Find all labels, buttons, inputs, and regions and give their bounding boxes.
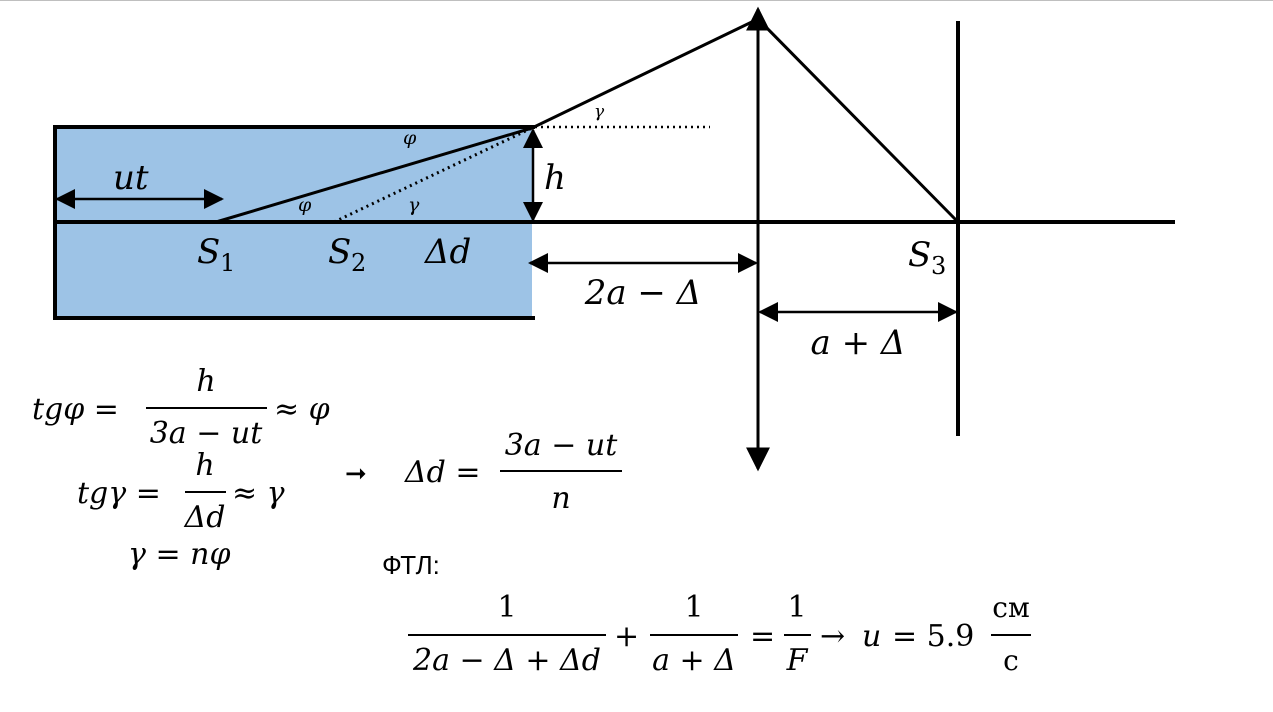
eq2-rhs: ≈ γ — [232, 476, 285, 511]
implies-arrow-icon: ➞ — [345, 459, 367, 489]
lens-arrow-icon: → — [820, 619, 845, 654]
ray-to-lens — [531, 17, 759, 130]
result-denominator: n — [551, 481, 570, 516]
equation-delta-d: Δd = 3a − ut n — [404, 428, 622, 516]
eq2-numerator: h — [195, 448, 214, 483]
eq2-lhs: tgγ = — [77, 476, 161, 511]
s1-label: S — [197, 232, 220, 272]
phi-angle-bottom: φ — [298, 194, 312, 216]
equation-snell: γ = nφ — [128, 537, 230, 572]
lens-f1-denominator: 2a − Δ + Δd — [412, 643, 601, 678]
result-lhs: Δd = — [404, 455, 481, 490]
s2-subscript: 2 — [351, 249, 366, 277]
eq2-denominator: Δd — [184, 500, 226, 535]
lens-f2-numerator: 1 — [684, 590, 703, 625]
lens-plus: + — [614, 619, 639, 654]
s1-subscript: 1 — [220, 249, 235, 277]
s3-subscript: 3 — [931, 252, 946, 280]
ray-dotted-apparent — [333, 126, 533, 224]
lens-f3-numerator: 1 — [787, 590, 806, 625]
s2-label: S — [328, 232, 351, 272]
ray-inside-block — [215, 126, 533, 224]
lens-formula-label: ФТЛ: — [382, 550, 440, 580]
lens-f1-numerator: 1 — [497, 590, 516, 625]
result-numerator: 3a − ut — [505, 428, 619, 463]
lens-unit-numerator: см — [992, 591, 1029, 624]
lens-unit-denominator: с — [1003, 644, 1019, 677]
gamma-angle-bottom: γ — [408, 194, 420, 216]
eq1-lhs: tgφ = — [32, 392, 119, 427]
eq1-numerator: h — [196, 364, 215, 399]
s3-label: S — [908, 235, 931, 275]
lens-u: u — [862, 619, 881, 654]
equation-tg-phi: tgφ = h 3a − ut ≈ φ — [32, 364, 330, 451]
lens-f3-denominator: F — [786, 643, 809, 678]
lens-value: = 5.9 — [892, 619, 974, 654]
lens-equals: = — [750, 619, 775, 654]
delta-d-label: Δd — [423, 232, 471, 272]
a-plus-delta-label: a + Δ — [811, 323, 906, 363]
eq1-rhs: ≈ φ — [274, 392, 330, 427]
equation-tg-gamma: tgγ = h Δd ≈ γ — [77, 448, 285, 535]
lens-f2-denominator: a + Δ — [652, 643, 736, 678]
phi-angle-top: φ — [403, 127, 417, 149]
ut-label: ut — [113, 158, 149, 198]
h-label: h — [544, 158, 566, 198]
equation-thin-lens: 1 2a − Δ + Δd + 1 a + Δ = 1 F → u = 5.9 … — [408, 590, 1031, 678]
gamma-angle-top: γ — [594, 102, 605, 122]
two-a-minus-delta-label: 2a − Δ — [584, 273, 702, 313]
eq1-denominator: 3a − ut — [150, 416, 264, 451]
ray-to-image — [756, 17, 960, 224]
